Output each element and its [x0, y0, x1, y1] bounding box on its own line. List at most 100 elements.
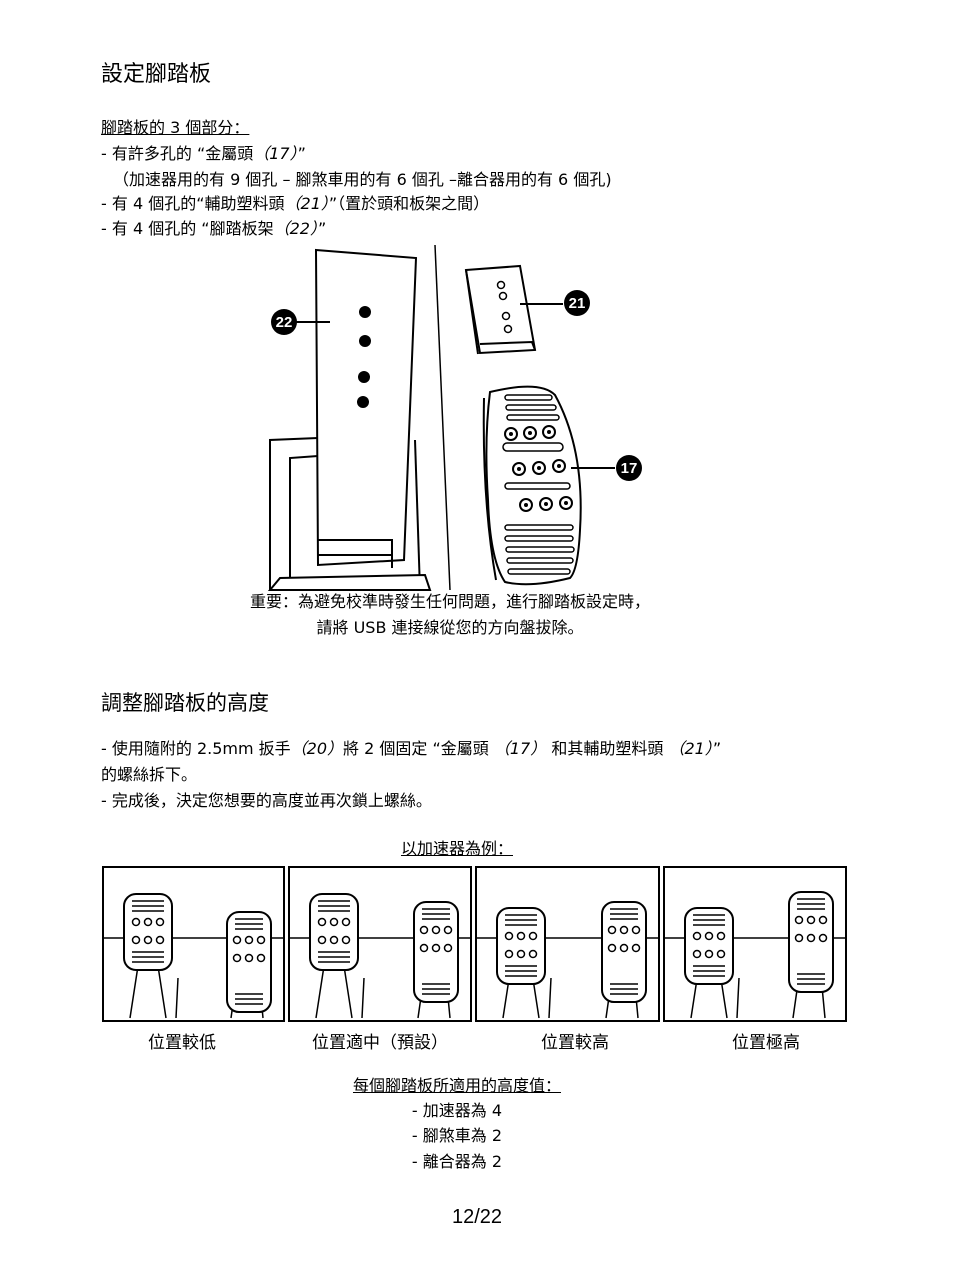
- mini-pedal-hole-very-high-left: [704, 949, 714, 959]
- panel-bracket-left-medium: [315, 965, 365, 1019]
- instruction-text: ”: [712, 739, 722, 758]
- important-note-line2: 請將 USB 連接線從您的方向盤拔除。: [316, 618, 584, 637]
- part-line-metal-head: - 有許多孔的 “金屬頭（17）”: [101, 141, 306, 167]
- mini-pedal-hole-high-left: [516, 931, 526, 941]
- instruction-ref: （17）: [493, 739, 547, 758]
- callout-17-circle: [616, 455, 642, 481]
- mini-pedal-very-high-left: [684, 907, 734, 985]
- mini-pedal-hole-high-left: [504, 949, 514, 959]
- mini-pedal-hole-low-left: [155, 917, 165, 927]
- mini-pedal-hole-low-right: [244, 953, 254, 963]
- mini-pedal-hole-very-high-right: [806, 933, 816, 943]
- instruction-line1: - 使用隨附的 2.5mm 扳手（20）將 2 個固定 “金屬頭 （17） 和其…: [101, 736, 721, 762]
- part-text: - 有許多孔的 “金屬頭: [101, 144, 254, 163]
- mini-pedal-hole-medium-left: [341, 917, 351, 927]
- instruction-ref: （21）: [668, 739, 713, 758]
- mini-pedal-high-left: [496, 907, 546, 985]
- mini-pedal-hole-very-high-left: [704, 931, 714, 941]
- mini-pedal-hole-low-left: [143, 917, 153, 927]
- instruction-text: 將 2 個固定 “金屬頭: [343, 739, 489, 758]
- height-value-brake: - 腳煞車為 2: [411, 1126, 503, 1145]
- mini-pedal-hole-medium-left: [317, 917, 327, 927]
- part-text: ”（置於頭和板架之間）: [328, 194, 490, 213]
- mini-pedal-hole-low-right: [256, 935, 266, 945]
- mini-pedal-hole-high-right: [619, 925, 629, 935]
- part-ref: （22）: [273, 219, 318, 238]
- mini-pedal-hole-very-high-left: [716, 949, 726, 959]
- callout-22-circle: [271, 309, 297, 335]
- mini-pedal-hole-high-right: [607, 925, 617, 935]
- mini-pedal-medium-left: [309, 893, 359, 971]
- mini-pedal-hole-very-high-left: [692, 949, 702, 959]
- position-label-very-high: 位置極高: [732, 1033, 800, 1053]
- mini-pedal-hole-very-high-right: [818, 915, 828, 925]
- position-label-high: 位置較高: [541, 1033, 609, 1053]
- mini-pedal-hole-high-right: [619, 943, 629, 953]
- callout-21-circle: [564, 290, 590, 316]
- height-value-accelerator: - 加速器為 4: [411, 1101, 503, 1120]
- position-label-low: 位置較低: [148, 1033, 216, 1053]
- page-number: 12/22: [451, 1206, 503, 1228]
- part-text: ”: [297, 144, 306, 163]
- mini-pedal-hole-medium-left: [329, 935, 339, 945]
- callout-17: 17: [621, 460, 638, 477]
- callout-21: 21: [569, 295, 586, 312]
- mini-pedal-hole-very-high-left: [716, 931, 726, 941]
- position-label-medium: 位置適中（預設）: [312, 1033, 448, 1053]
- part-text: - 有 4 個孔的 “腳踏板架: [101, 219, 274, 238]
- mini-pedal-hole-medium-right: [431, 925, 441, 935]
- mini-pedal-hole-high-left: [504, 931, 514, 941]
- section-title-height: 調整腳踏板的高度: [101, 691, 269, 715]
- mini-pedal-hole-medium-left: [341, 935, 351, 945]
- mini-pedal-hole-high-right: [631, 925, 641, 935]
- mini-pedal-hole-medium-right: [419, 925, 429, 935]
- mini-pedal-hole-high-left: [528, 931, 538, 941]
- instruction-line3: - 完成後，決定您想要的高度並再次鎖上螺絲。: [101, 791, 432, 810]
- mini-pedal-hole-low-left: [131, 935, 141, 945]
- instruction-line2: 的螺絲拆下。: [101, 765, 198, 784]
- mini-pedal-low-left: [123, 893, 173, 971]
- callout-22: 22: [276, 314, 293, 331]
- part-ref: （21）: [284, 194, 329, 213]
- part-ref: （17）: [253, 144, 298, 163]
- part-line-bracket: - 有 4 個孔的 “腳踏板架（22）”: [101, 216, 326, 242]
- mini-pedal-hole-very-high-left: [692, 931, 702, 941]
- instruction-ref: （20）: [290, 739, 344, 758]
- mini-pedal-hole-low-right: [232, 953, 242, 963]
- mini-pedal-hole-very-high-right: [818, 933, 828, 943]
- mini-pedal-hole-medium-right: [443, 943, 453, 953]
- part-line-plastic-head: - 有 4 個孔的“輔助塑料頭（21）”（置於頭和板架之間）: [101, 191, 489, 217]
- instruction-text: - 使用隨附的 2.5mm 扳手: [101, 739, 291, 758]
- part-text: ”: [317, 219, 327, 238]
- mini-pedal-hole-high-right: [631, 943, 641, 953]
- height-values-heading: 每個腳踏板所適用的高度值：: [352, 1076, 561, 1095]
- mini-pedal-hole-low-left: [143, 935, 153, 945]
- mini-pedal-hole-very-high-right: [806, 915, 816, 925]
- mini-pedal-hole-medium-left: [317, 935, 327, 945]
- part-holes-detail: （加速器用的有 9 個孔 – 腳煞車用的有 6 個孔 –離合器用的有 6 個孔): [113, 170, 612, 189]
- mini-pedal-hole-medium-right: [419, 943, 429, 953]
- mini-pedal-hole-very-high-right: [794, 915, 804, 925]
- mini-pedal-hole-medium-left: [329, 917, 339, 927]
- mini-pedal-hole-high-right: [607, 943, 617, 953]
- mini-pedal-hole-high-left: [516, 949, 526, 959]
- panel-bracket-left-low: [129, 965, 179, 1019]
- mini-pedal-hole-very-high-right: [794, 933, 804, 943]
- important-note-line1: 重要：為避免校準時發生任何問題，進行腳踏板設定時，: [249, 592, 650, 611]
- height-value-clutch: - 離合器為 2: [411, 1152, 503, 1171]
- mini-pedal-hole-low-right: [244, 935, 254, 945]
- mini-pedal-hole-medium-right: [431, 943, 441, 953]
- part-text: - 有 4 個孔的“輔助塑料頭: [101, 194, 285, 213]
- mini-pedal-hole-high-left: [528, 949, 538, 959]
- example-heading: 以加速器為例：: [400, 839, 513, 858]
- mini-pedal-hole-low-left: [131, 917, 141, 927]
- mini-pedal-hole-low-right: [256, 953, 266, 963]
- mini-pedal-hole-low-left: [155, 935, 165, 945]
- mini-pedal-hole-medium-right: [443, 925, 453, 935]
- mini-pedal-hole-low-right: [232, 935, 242, 945]
- section-title: 設定腳踏板: [101, 62, 212, 87]
- instruction-text: 和其輔助塑料頭: [551, 739, 664, 758]
- parts-heading: 腳踏板的 3 個部分：: [101, 118, 250, 137]
